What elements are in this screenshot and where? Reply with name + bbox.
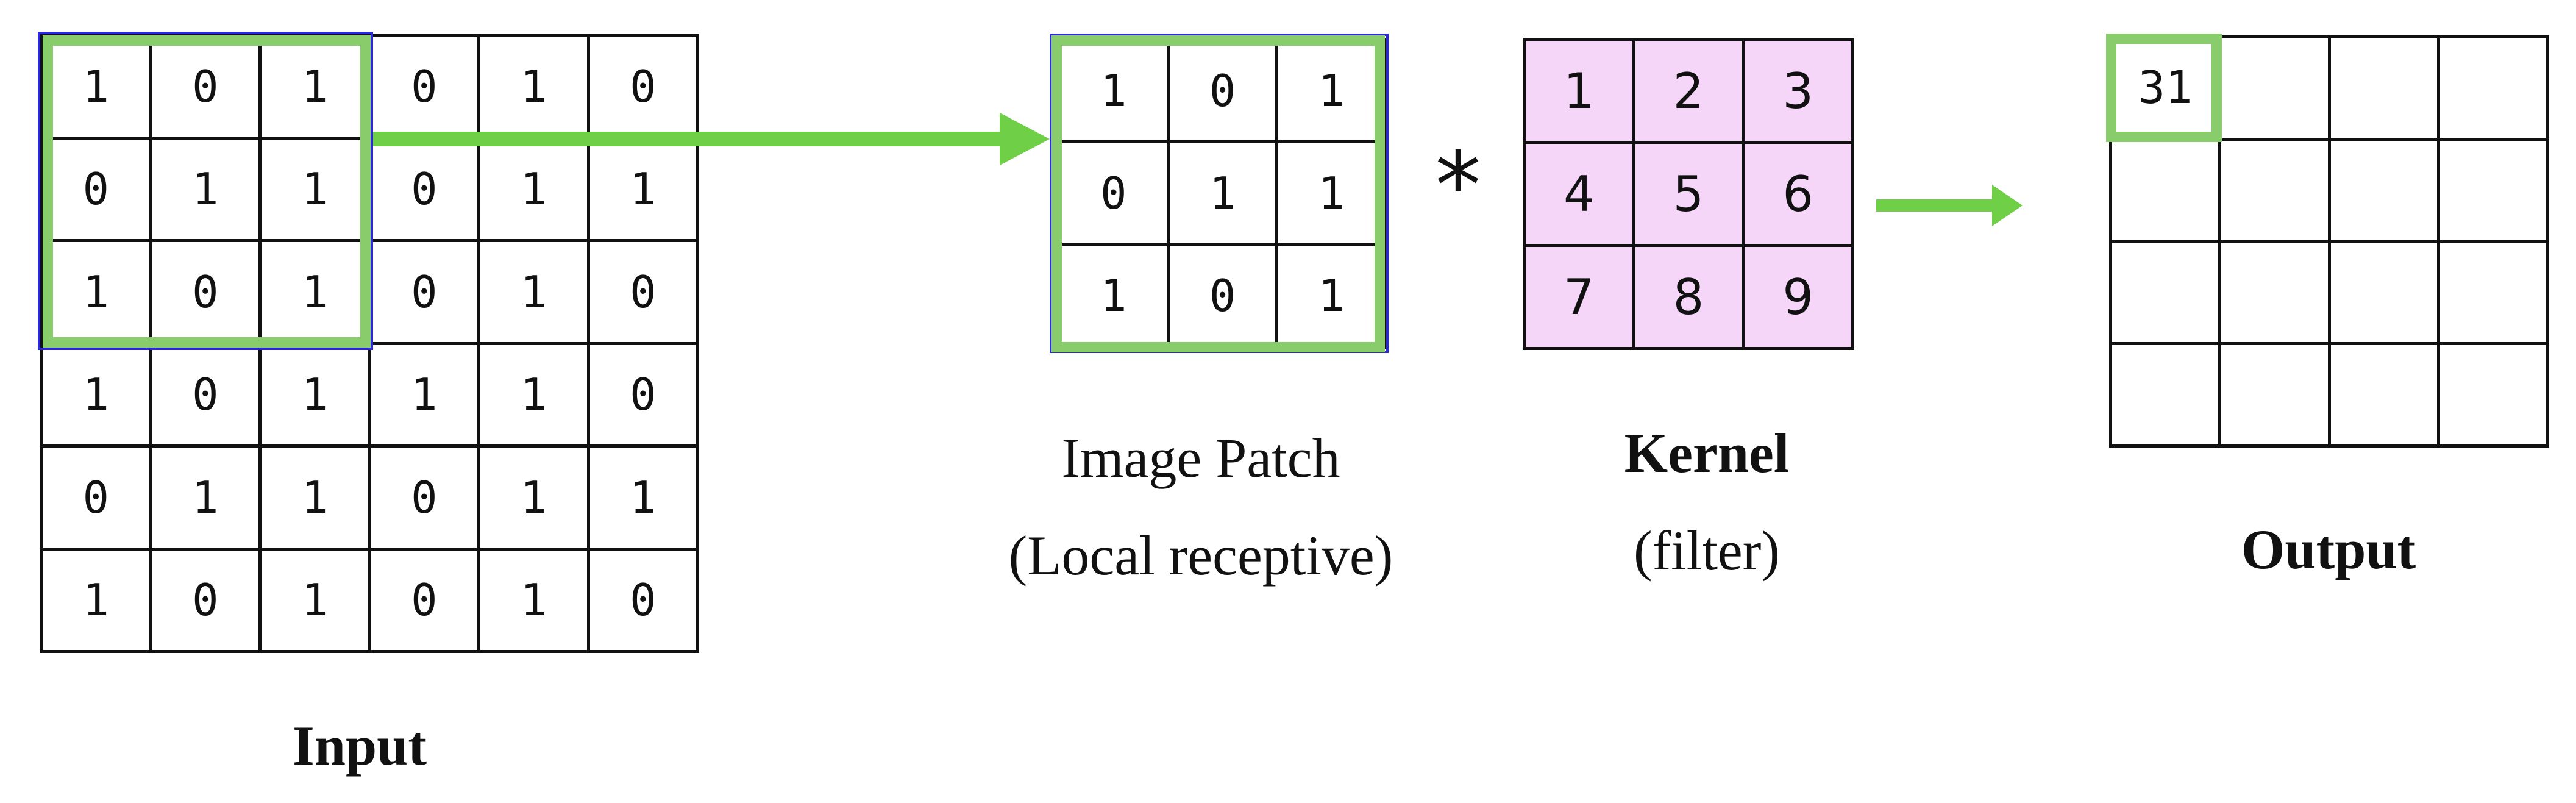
- image-patch-sublabel: (Local receptive): [1008, 524, 1393, 587]
- input-cell: 0: [152, 550, 262, 653]
- input-cell: 1: [480, 242, 590, 345]
- input-cell: 1: [152, 448, 262, 551]
- input-cell: 0: [43, 139, 152, 242]
- input-cell: 1: [480, 139, 590, 242]
- input-cell: 1: [43, 344, 152, 448]
- output-cell: [2221, 345, 2331, 448]
- kernel-cell: 2: [1635, 41, 1745, 144]
- output-cell: [2439, 345, 2549, 448]
- kernel-cell: 9: [1745, 247, 1854, 350]
- input-cell: 1: [589, 139, 699, 242]
- input-cell: 1: [262, 344, 371, 448]
- input-cell: 0: [371, 448, 480, 551]
- output-cell: [2439, 243, 2549, 346]
- patch-arrow-head: [1000, 113, 1050, 165]
- input-cell: 1: [152, 139, 262, 242]
- input-cell: 0: [371, 550, 480, 653]
- patch-cell: 1: [1169, 143, 1279, 246]
- kernel-cell: 7: [1526, 247, 1635, 350]
- input-cell: 0: [152, 37, 262, 140]
- kernel-cell: 4: [1526, 144, 1635, 247]
- output-cell: [2221, 243, 2331, 346]
- input-cell: 1: [480, 448, 590, 551]
- input-cell: 0: [589, 242, 699, 345]
- output-cell-highlight: [2106, 34, 2222, 142]
- output-matrix: 31: [2109, 35, 2549, 448]
- input-cell: 1: [371, 344, 480, 448]
- output-arrow-head: [1992, 185, 2023, 226]
- image-patch-label: Image Patch: [1061, 427, 1340, 489]
- kernel-cell: 6: [1745, 144, 1854, 247]
- output-cell: [2112, 345, 2222, 448]
- input-cell: 0: [152, 344, 262, 448]
- input-cell: 0: [371, 242, 480, 345]
- output-cell: [2439, 38, 2549, 141]
- input-cell: 1: [480, 344, 590, 448]
- output-cell: [2221, 38, 2331, 141]
- kernel-cell: 1: [1526, 41, 1635, 144]
- input-cell: 1: [589, 448, 699, 551]
- patch-cell: 1: [1061, 41, 1170, 144]
- kernel-label: Kernel: [1624, 422, 1790, 484]
- input-cell: 1: [480, 550, 590, 653]
- input-cell: 0: [43, 448, 152, 551]
- input-patch-highlight: [43, 35, 371, 348]
- output-cell: [2330, 140, 2440, 243]
- patch-highlight: [1051, 35, 1385, 352]
- output-cell: [2330, 345, 2440, 448]
- kernel-sublabel: (filter): [1633, 519, 1781, 582]
- output-cell: [2221, 140, 2331, 243]
- input-cell: 1: [43, 37, 152, 140]
- output-cell: [2330, 38, 2440, 141]
- convolution-operator: *: [1435, 133, 1481, 239]
- input-cell: 0: [371, 139, 480, 242]
- patch-cell: 1: [1278, 41, 1387, 144]
- kernel-cell: 8: [1635, 247, 1745, 350]
- input-label: Input: [293, 715, 427, 777]
- input-cell: 1: [262, 550, 371, 653]
- kernel-cell: 3: [1745, 41, 1854, 144]
- patch-cell: 0: [1169, 41, 1279, 144]
- patch-cell: 1: [1278, 143, 1387, 246]
- input-patch-frame: [38, 32, 373, 350]
- patch-cell: 0: [1061, 143, 1170, 246]
- output-cell: [2330, 243, 2440, 346]
- input-cell: 0: [589, 344, 699, 448]
- input-cell: 1: [262, 448, 371, 551]
- kernel-cell: 5: [1635, 144, 1745, 247]
- input-cell: 0: [589, 550, 699, 653]
- output-label: Output: [2241, 518, 2416, 580]
- output-cell: [2439, 140, 2549, 243]
- output-cell: [2112, 243, 2222, 346]
- output-cell: [2112, 140, 2222, 243]
- input-cell: 1: [43, 550, 152, 653]
